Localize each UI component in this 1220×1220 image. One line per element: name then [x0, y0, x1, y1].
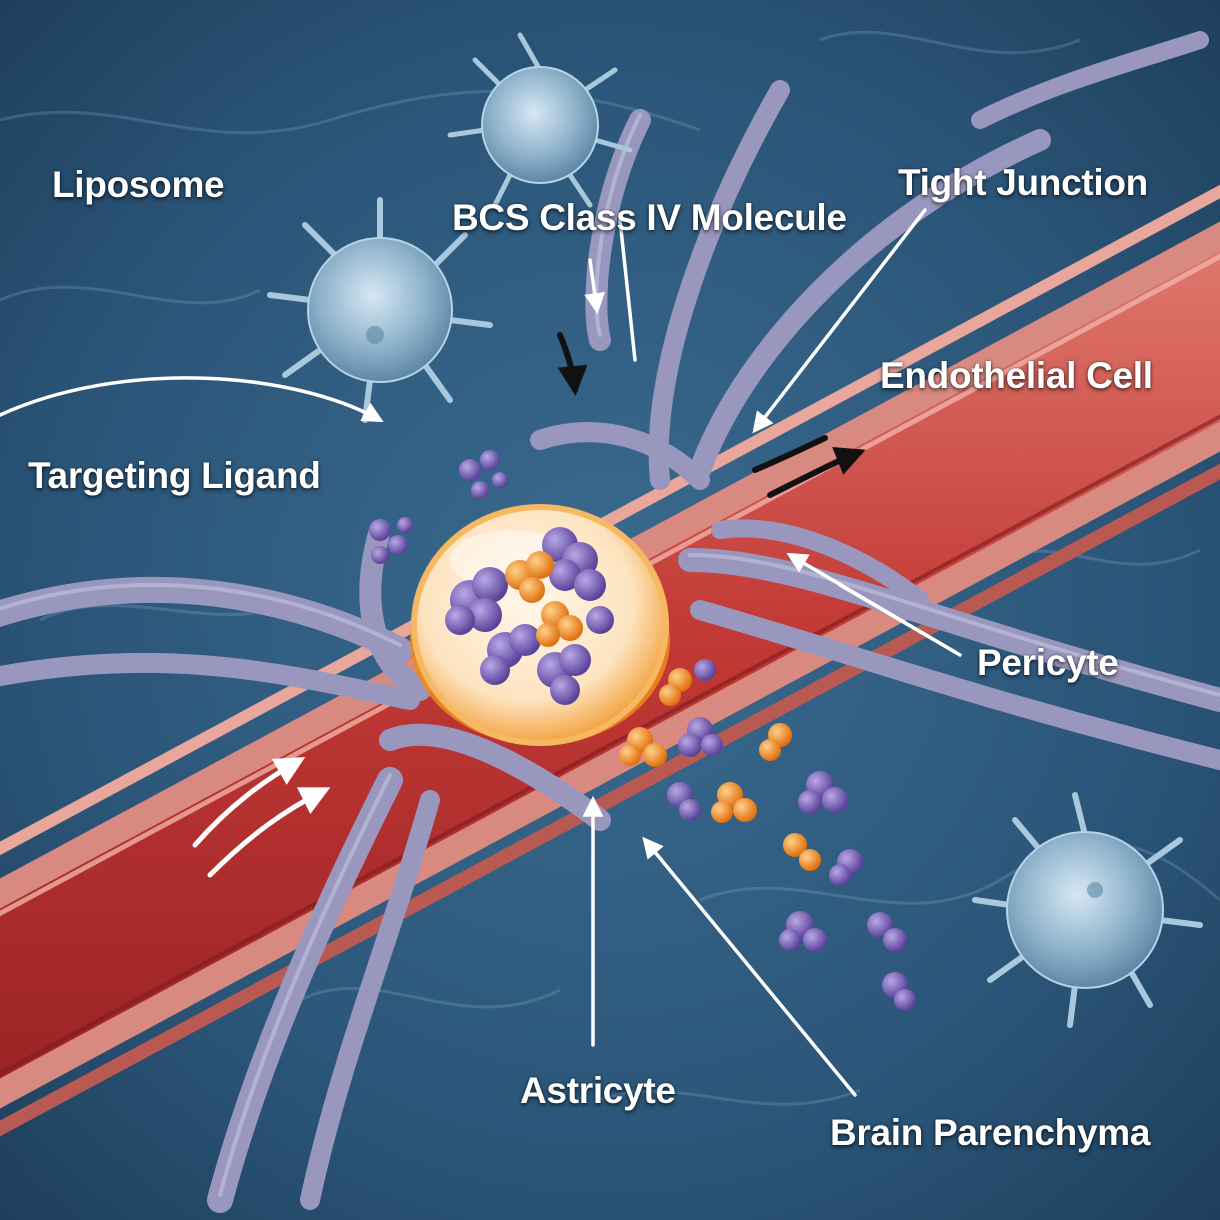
spiky-cell-icon [447, 32, 633, 208]
label-leaders [0, 208, 962, 1097]
flow-arrows [192, 757, 331, 878]
flow-arrows-dark [557, 332, 866, 498]
released-drug-particles [619, 659, 916, 1011]
drug-cargo [445, 527, 614, 705]
targeting-ligand-icon [369, 450, 508, 564]
label-pericyte: Pericyte [977, 642, 1119, 683]
label-brain-parenchyma: Brain Parenchyma [830, 1112, 1151, 1153]
label-astricyte: Astricyte [520, 1070, 676, 1111]
label-tight-junction: Tight Junction [898, 162, 1148, 203]
label-liposome: Liposome [52, 164, 225, 205]
label-endothelial-cell: Endothelial Cell [880, 355, 1153, 396]
label-bcs-class-iv-molecule: BCS Class IV Molecule [452, 197, 847, 238]
spiky-cell-icon [972, 792, 1203, 1028]
label-targeting-ligand: Targeting Ligand [28, 455, 321, 496]
